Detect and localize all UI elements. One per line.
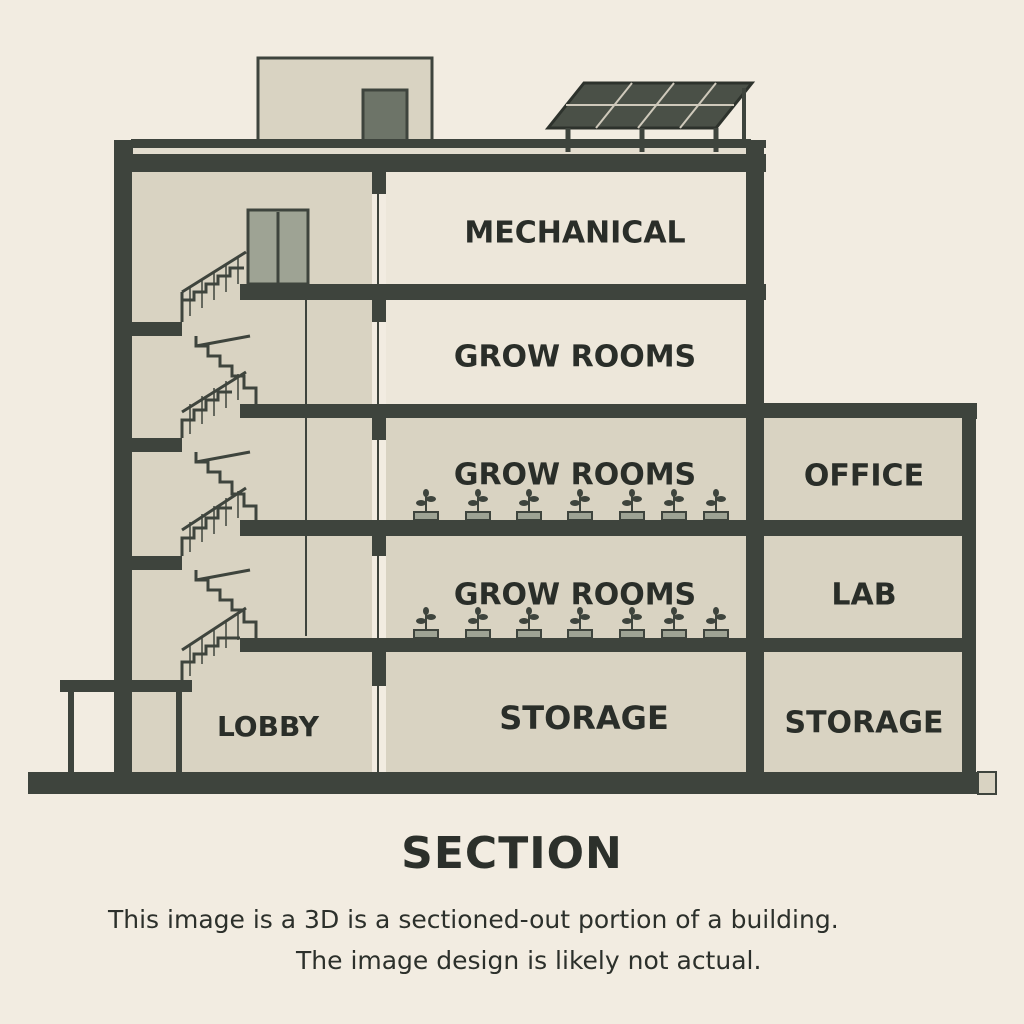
ground-slab <box>28 772 996 794</box>
label-mechanical: MECHANICAL <box>464 216 685 251</box>
office-room <box>762 418 962 520</box>
plant-icon <box>465 489 491 521</box>
plant-icon <box>567 607 593 639</box>
label-lobby: LOBBY <box>217 710 320 743</box>
plant-icon <box>619 489 645 521</box>
plant-icon <box>567 489 593 521</box>
stair-door <box>246 208 310 286</box>
plant-icon <box>661 489 687 521</box>
structure-walls <box>60 140 976 774</box>
grow-room-2 <box>386 536 746 638</box>
storage-room-main <box>386 652 746 772</box>
label-lab: LAB <box>831 578 896 613</box>
partition-lines <box>305 194 753 772</box>
plant-icon <box>703 607 729 639</box>
plant-icon <box>516 489 542 521</box>
label-storage-annex: STORAGE <box>784 706 943 741</box>
mechanical-room <box>386 172 746 284</box>
plant-icon <box>661 607 687 639</box>
label-grow-rooms-4: GROW ROOMS <box>454 340 696 375</box>
grow-room-4 <box>386 300 746 404</box>
lobby-room <box>180 652 372 772</box>
label-office: OFFICE <box>804 459 924 494</box>
plant-icon <box>516 607 542 639</box>
ground-edge <box>977 771 997 795</box>
plant-icon <box>465 607 491 639</box>
section-title: SECTION <box>401 828 623 879</box>
plant-icon <box>413 607 439 639</box>
plant-icon <box>619 607 645 639</box>
lab-room <box>762 536 962 638</box>
label-storage-main: STORAGE <box>499 699 669 737</box>
storage-room-annex <box>762 652 962 772</box>
plant-row-upper <box>413 489 729 521</box>
label-grow-rooms-2: GROW ROOMS <box>454 578 696 613</box>
plant-icon <box>703 489 729 521</box>
caption-line-2: The image design is likely not actual. <box>296 946 762 975</box>
stair-railing-posts <box>189 258 239 676</box>
plant-row-lower <box>413 607 729 639</box>
plant-icon <box>413 489 439 521</box>
grow-room-3 <box>386 418 746 520</box>
label-grow-rooms-3: GROW ROOMS <box>454 458 696 493</box>
caption-line-1: This image is a 3D is a sectioned-out po… <box>108 905 839 934</box>
